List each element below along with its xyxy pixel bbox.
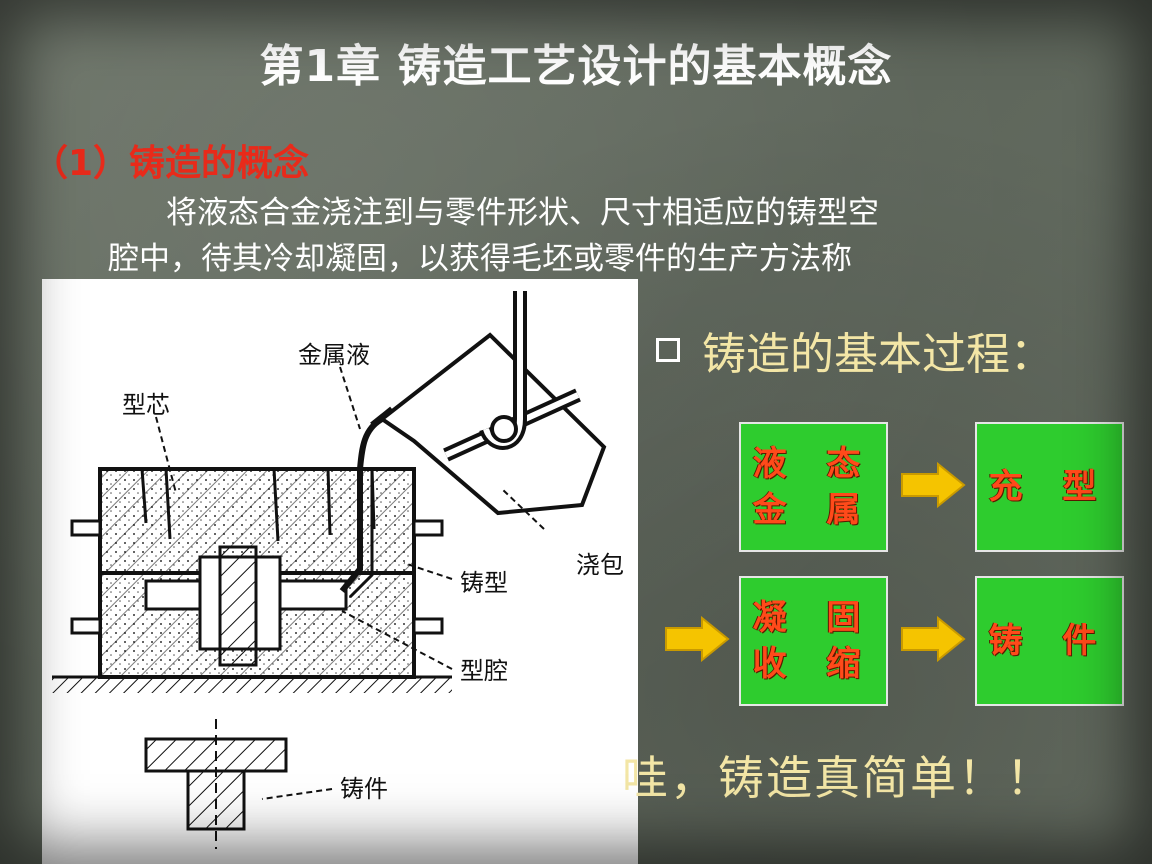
flow-box-filling: 充 型 <box>975 422 1124 552</box>
slide-title: 第1章 铸造工艺设计的基本概念 <box>259 41 893 92</box>
square-bullet-icon <box>656 338 680 362</box>
label-casting: 铸件 <box>340 775 388 803</box>
flow-box-liquid-metal: 液 态 金 属 <box>739 422 888 552</box>
flow-box-casting-text: 铸 件 <box>988 621 1111 661</box>
label-metal-liquid: 金属液 <box>298 341 370 369</box>
casting-part <box>144 719 288 849</box>
flow-box-solidify-text: 凝 固 收 缩 <box>752 598 875 684</box>
arrow-right-icon <box>665 616 730 662</box>
flow-box-filling-text: 充 型 <box>988 467 1111 507</box>
ground-hatch <box>52 677 452 693</box>
casting-diagram-svg: 金属液 型芯 浇包 铸型 型腔 铸件 <box>52 291 624 849</box>
label-core: 型芯 <box>122 391 170 419</box>
definition-paragraph: 将液态合金浇注到与零件形状、尺寸相适应的铸型空 腔中，待其冷却凝固，以获得毛坯或… <box>108 190 1068 282</box>
label-cavity: 型腔 <box>460 657 508 685</box>
process-heading-text: 铸造的基本过程： <box>702 329 1054 380</box>
label-mold: 铸型 <box>460 569 508 597</box>
ladle <box>370 291 607 516</box>
flow-box-casting: 铸 件 <box>975 576 1124 706</box>
paragraph-line-1-text: 将液态合金浇注到与零件形状、尺寸相适应的铸型空 <box>166 195 879 231</box>
arrow-right-icon <box>901 462 966 508</box>
paragraph-line-2: 腔中，待其冷却凝固，以获得毛坯或零件的生产方法称 <box>108 241 852 277</box>
arrow-right-icon <box>901 616 966 662</box>
label-ladle: 浇包 <box>576 551 624 579</box>
flow-box-liquid-metal-text: 液 态 金 属 <box>752 444 875 530</box>
flow-box-solidify: 凝 固 收 缩 <box>739 576 888 706</box>
paragraph-line-1: 将液态合金浇注到与零件形状、尺寸相适应的铸型空 <box>108 190 1068 236</box>
mold-cavity <box>144 545 348 667</box>
section-subtitle: （1）铸造的概念 <box>32 143 310 184</box>
exclamation-text: 哇，铸造真简单！！ <box>622 751 1054 805</box>
casting-illustration: 金属液 型芯 浇包 铸型 型腔 铸件 <box>42 279 638 864</box>
process-heading: 铸造的基本过程： <box>656 318 1054 382</box>
